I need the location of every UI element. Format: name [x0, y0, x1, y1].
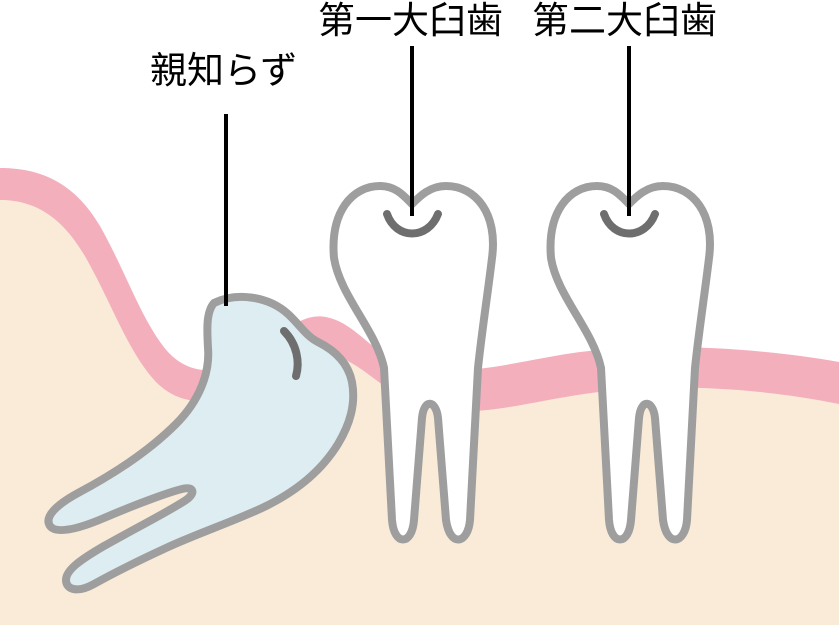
first-molar-fissure — [383, 210, 442, 238]
wisdom-tooth — [44, 292, 358, 594]
second-molar — [546, 182, 714, 544]
first-molar-body — [329, 182, 497, 544]
second-molar-fissure — [600, 210, 659, 238]
label-second-molar: 第二大臼歯 — [532, 0, 717, 42]
first-molar — [329, 182, 497, 544]
label-first-molar: 第一大臼歯 — [318, 0, 503, 42]
wisdom-tooth-fissure — [280, 327, 302, 380]
label-wisdom-tooth: 親知らず — [150, 49, 298, 92]
wisdom-tooth-body — [44, 292, 358, 594]
leader-lines — [224, 46, 631, 306]
second-molar-body — [546, 182, 714, 544]
